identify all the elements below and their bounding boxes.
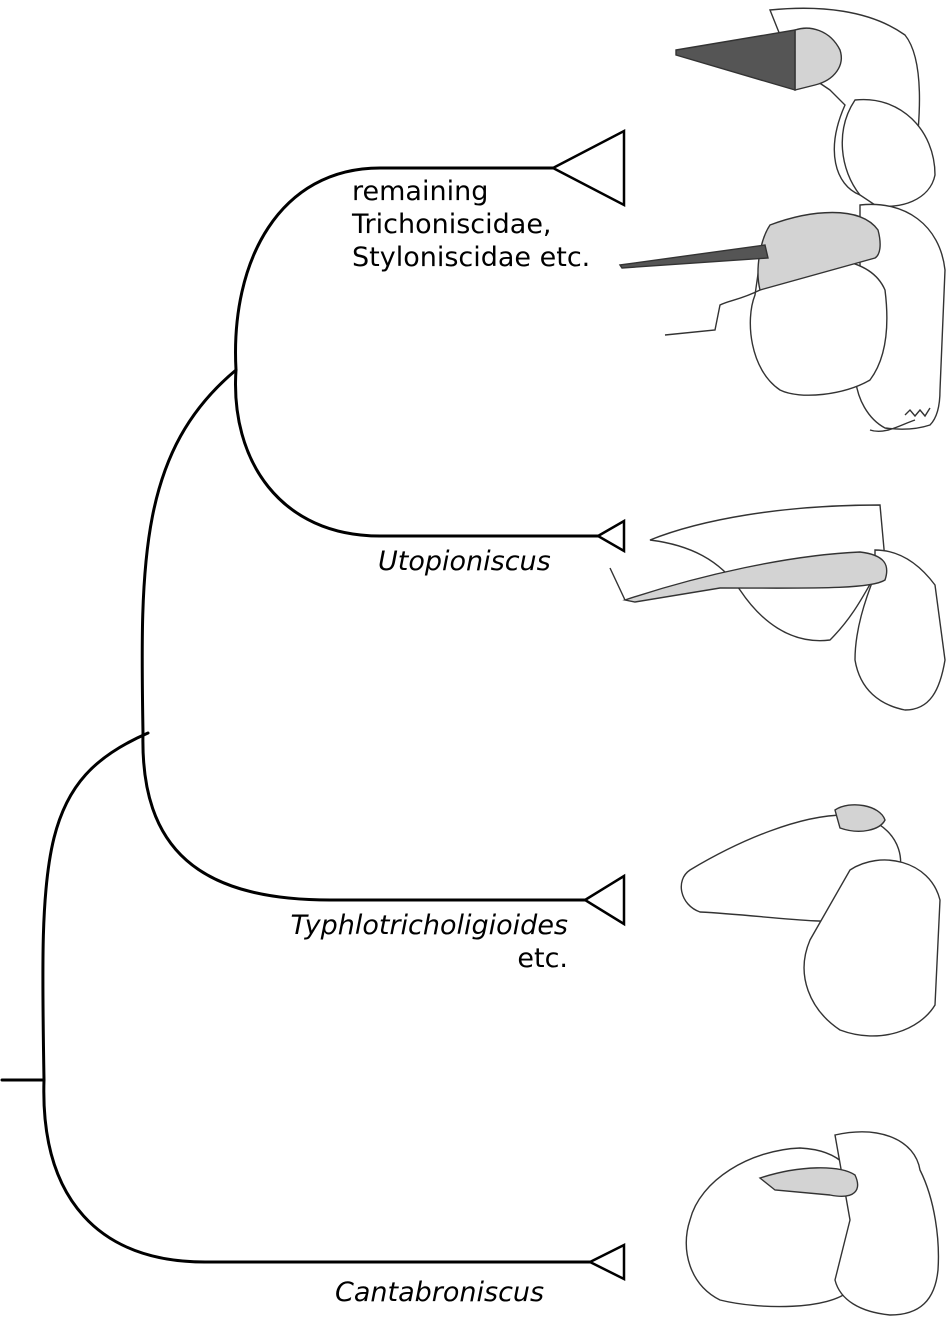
label-utopioniscus: Utopioniscus: [378, 546, 551, 579]
appendage-illustration-1: [676, 8, 935, 206]
label-remaining-line2: Trichoniscidae,: [352, 209, 590, 242]
label-remaining-line1: remaining: [352, 176, 590, 209]
appendage-illustration-3: [610, 505, 945, 710]
label-typhlotricholigioides: Typhlotricholigioides etc.: [266, 910, 568, 976]
clade-root-arc: [43, 733, 590, 1262]
clade-triangle-cantabroniscus: [590, 1245, 624, 1279]
label-remaining-line3: Styloniscidae etc.: [352, 242, 590, 275]
appendage-illustration-5: [686, 1132, 938, 1315]
label-typhlo-line2: etc.: [266, 943, 568, 976]
clade-2-arc: [142, 370, 585, 900]
clade-triangle-typhlo: [585, 876, 624, 924]
appendage-illustration-2: [620, 204, 945, 431]
label-remaining: remaining Trichoniscidae, Styloniscidae …: [352, 176, 590, 275]
appendage-illustration-4: [681, 805, 940, 1036]
label-cantabroniscus: Cantabroniscus: [335, 1277, 544, 1310]
label-typhlo-line1: Typhlotricholigioides: [266, 910, 568, 943]
clade-triangle-utopioniscus: [598, 521, 624, 551]
